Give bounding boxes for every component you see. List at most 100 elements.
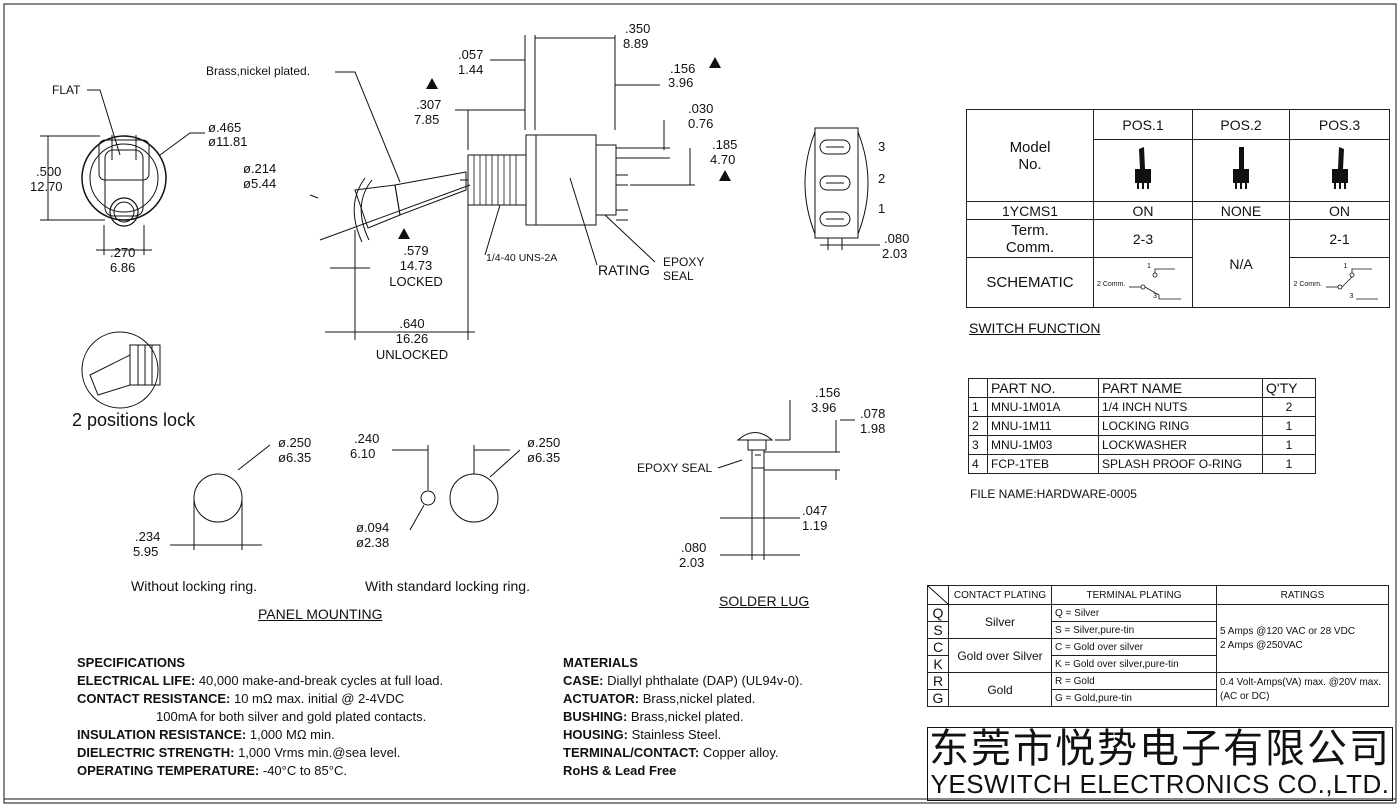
unlocked-label: UNLOCKED (375, 347, 449, 362)
epoxy-label-1: EPOXY (663, 255, 705, 269)
front-view-drawing (40, 89, 205, 255)
pos1-header: POS.1 (1093, 109, 1193, 140)
company-block: 东莞市悦势电子有限公司 YESWITCH ELECTRONICS CO.,LTD… (927, 727, 1393, 801)
materials-block: MATERIALS CASE: Diallyl phthalate (DAP) … (563, 654, 803, 780)
sl-epoxy-label: EPOXY SEAL (637, 461, 713, 475)
term-comm-pos1: 2-3 (1093, 219, 1193, 258)
dim-214-mm: ø5.44 (243, 176, 277, 191)
parts-cell-part-name: LOCKWASHER (1098, 435, 1263, 455)
lock-detail-drawing (81, 331, 161, 409)
dim-057: .057 (458, 47, 484, 62)
rating-gold-1: 0.4 Volt-Amps(VA) max. @20V max. (1220, 676, 1382, 688)
drawing-border (3, 3, 1397, 804)
contact-gold: Gold (948, 672, 1052, 707)
mat-title: MATERIALS (563, 655, 638, 670)
switch-function-table: Model No. POS.1 POS.2 POS.3 1YCMS1 ON NO… (966, 109, 1390, 308)
mat-l1-val: Diallyl phthalate (DAP) (UL94v-0). (603, 673, 803, 688)
dim-185-mm: 4.70 (710, 152, 736, 167)
dim-465-mm: ø11.81 (208, 134, 248, 149)
mat-l5-val: Copper alloy. (699, 745, 779, 760)
term-comm-label: Term. Comm. (1005, 221, 1055, 256)
pm-dim-250b: ø.250 (527, 435, 561, 450)
mat-l3-val: Brass,nickel plated. (627, 709, 744, 724)
spec-l3-val: 100mA for both silver and gold plated co… (156, 709, 427, 724)
specifications-block: SPECIFICATIONS ELECTRICAL LIFE: 40,000 m… (77, 654, 443, 780)
ratings-silver: 5 Amps @120 VAC or 28 VDC 2 Amps @250VAC (1216, 604, 1389, 673)
rating-silver-2: 2 Amps @250VAC (1220, 639, 1303, 651)
pos2-state: NONE (1192, 201, 1290, 220)
pm-dim-250a: ø.250 (278, 435, 312, 450)
mat-l4-val: Stainless Steel. (628, 727, 722, 742)
code-c: C (927, 638, 949, 656)
terminal-c: C = Gold over silver (1051, 638, 1217, 656)
dim-185: .185 (712, 137, 738, 152)
dim-270-mm: 6.86 (110, 260, 136, 275)
spec-l5-key: DIELECTRIC STRENGTH: (77, 745, 235, 760)
sl-dim-047-mm: 1.19 (802, 518, 828, 533)
mat-l1-key: CASE: (563, 673, 604, 688)
parts-cell-part-no: FCP-1TEB (987, 454, 1099, 474)
parts-cell-qty: 2 (1262, 397, 1316, 417)
dim-030-mm: 0.76 (688, 116, 714, 131)
code-q: Q (927, 604, 949, 622)
solder-lug-title: SOLDER LUG (719, 593, 810, 609)
epoxy-label-2: SEAL (663, 269, 694, 283)
term-comm-pos3: 2-1 (1289, 219, 1390, 258)
parts-cell-no: 1 (968, 397, 988, 417)
schematic-1-diagram: 2 Comm. 1 3 (1095, 259, 1191, 307)
dim-579-mm: 14.73 (399, 258, 433, 273)
main-side-view-drawing (309, 35, 695, 340)
schematic-header: SCHEMATIC (966, 257, 1094, 308)
arrow-markers (398, 57, 731, 239)
pm-dim-250a-mm: ø6.35 (278, 450, 312, 465)
plating-corner (927, 585, 949, 605)
dim-350: .350 (625, 21, 651, 36)
pos3-header: POS.3 (1289, 109, 1390, 140)
company-name-cn: 东莞市悦势电子有限公司 (929, 726, 1391, 772)
terminal-plating-header: TERMINAL PLATING (1051, 585, 1217, 605)
positions-lock-label: 2 positions lock (72, 410, 196, 430)
dim-080-t-mm: 2.03 (882, 246, 908, 261)
code-k: K (927, 655, 949, 673)
dim-270: .270 (110, 245, 136, 260)
schematic-1-t3: 3 (1153, 292, 1157, 300)
terminal-k: K = Gold over silver,pure-tin (1051, 655, 1217, 673)
contact-plating-header: CONTACT PLATING (948, 585, 1052, 605)
spec-l6-key: OPERATING TEMPERATURE: (77, 763, 260, 778)
rating-silver-1: 5 Amps @120 VAC or 28 VDC (1220, 625, 1356, 637)
contact-silver: Silver (948, 604, 1052, 639)
contact-gold-over-silver: Gold over Silver (948, 638, 1052, 673)
dim-640-mm: 16.26 (395, 331, 429, 346)
parts-header-no (968, 378, 988, 398)
mat-l3-key: BUSHING: (563, 709, 628, 724)
parts-cell-qty: 1 (1262, 416, 1316, 436)
parts-cell-part-name: LOCKING RING (1098, 416, 1263, 436)
sl-dim-047: .047 (802, 503, 828, 518)
model-cell: 1YCMS1 (966, 201, 1094, 220)
pm-dim-240: .240 (354, 431, 380, 446)
terminal-r: R = Gold (1051, 672, 1217, 690)
dim-307: .307 (416, 97, 442, 112)
pm-dim-094: ø.094 (356, 520, 390, 535)
sl-dim-078-mm: 1.98 (860, 421, 886, 436)
dim-579: .579 (403, 243, 429, 258)
dim-465: ø.465 (208, 120, 242, 135)
sl-dim-080-mm: 2.03 (679, 555, 705, 570)
code-s: S (927, 621, 949, 639)
terminal-2: 2 (878, 171, 886, 186)
pos2-header: POS.2 (1192, 109, 1290, 140)
ratings-header: RATINGS (1216, 585, 1389, 605)
schematic-3-t1: 1 (1343, 262, 1348, 270)
parts-cell-part-name: 1/4 INCH NUTS (1098, 397, 1263, 417)
parts-cell-part-no: MNU-1M03 (987, 435, 1099, 455)
dim-640: .640 (399, 316, 425, 331)
dim-500: .500 (36, 164, 62, 179)
dim-057-mm: 1.44 (458, 62, 484, 77)
switch-function-title: SWITCH FUNCTION (969, 320, 1101, 336)
term-comm-header: Term. Comm. (966, 219, 1094, 258)
dim-080-t: .080 (884, 231, 910, 246)
dim-350-mm: 8.89 (623, 36, 649, 51)
